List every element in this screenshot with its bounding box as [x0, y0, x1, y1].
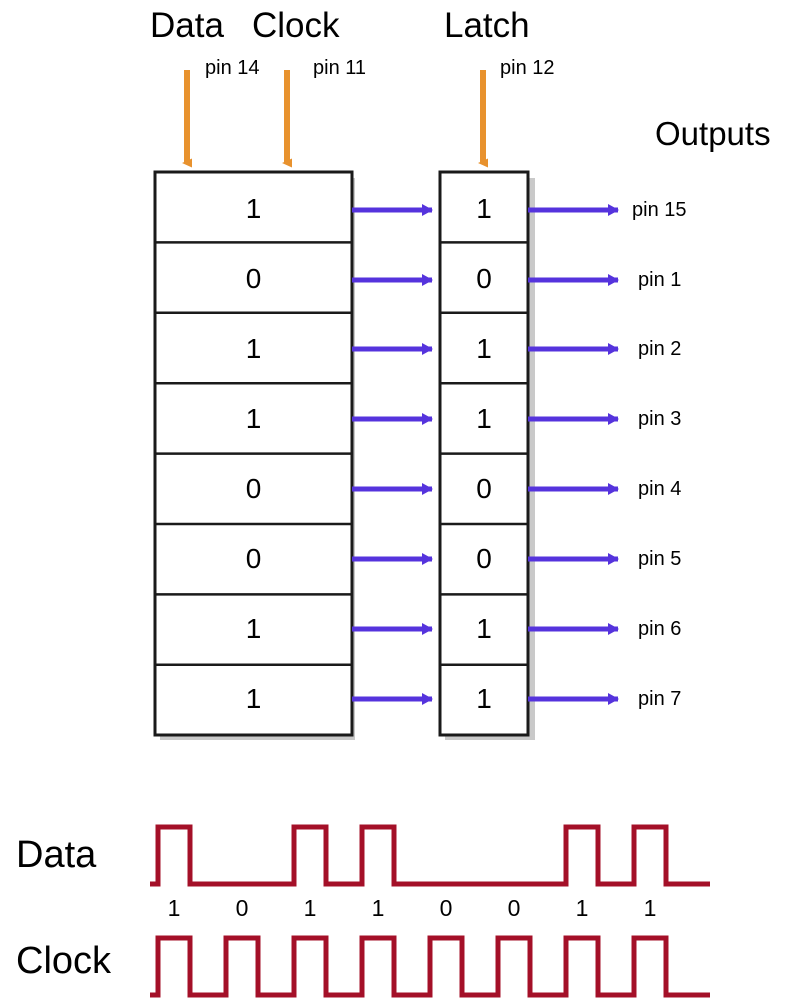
data-waveform	[150, 824, 710, 887]
timing-bit-7: 1	[643, 895, 657, 921]
output-pin-1: pin 1	[638, 269, 682, 291]
timing-bit-5: 0	[507, 895, 521, 921]
timing-bit-1: 0	[235, 895, 249, 921]
input-pin-clock: pin 11	[313, 57, 367, 79]
timing-bit-2: 1	[303, 895, 317, 921]
output-arrows	[528, 204, 619, 705]
latch-cell-0: 1	[476, 193, 492, 224]
latch-cell-7: 1	[476, 683, 492, 714]
input-label-data: Data	[150, 6, 224, 45]
output-pin-6: pin 6	[638, 618, 682, 640]
input-pin-latch: pin 12	[500, 57, 555, 79]
latch-cell-4: 0	[476, 473, 492, 504]
shift-cell-4: 0	[245, 473, 262, 504]
register-internals	[156, 204, 619, 705]
shift-cell-3: 1	[245, 403, 262, 434]
input-pin-data: pin 14	[205, 57, 260, 79]
latch-cell-2: 1	[476, 333, 492, 364]
latch-cell-5: 0	[476, 543, 492, 574]
timing-bit-3: 1	[371, 895, 385, 921]
timing-label-clock: Clock	[16, 940, 112, 982]
shift-cell-5: 0	[245, 543, 262, 574]
input-label-latch: Latch	[444, 6, 530, 45]
outputs-heading: Outputs	[655, 115, 771, 152]
output-pin-7: pin 7	[638, 688, 682, 710]
clock-waveform	[150, 935, 710, 998]
output-pin-2: pin 2	[638, 338, 682, 360]
output-pin-5: pin 5	[638, 548, 682, 570]
timing-bit-6: 1	[575, 895, 589, 921]
shift-cell-2: 1	[245, 333, 262, 364]
timing-bit-0: 1	[167, 895, 181, 921]
shift-cell-7: 1	[245, 683, 262, 714]
shift-cell-6: 1	[245, 613, 262, 644]
input-arrows	[182, 70, 488, 168]
latch-cell-3: 1	[476, 403, 492, 434]
shift-cell-1: 0	[245, 263, 262, 294]
output-pin-0: pin 15	[632, 199, 687, 221]
input-label-clock: Clock	[252, 6, 340, 45]
latch-cell-6: 1	[476, 613, 492, 644]
output-pin-4: pin 4	[638, 478, 682, 500]
timing-bit-4: 0	[439, 895, 453, 921]
output-pin-3: pin 3	[638, 408, 682, 430]
timing-label-data: Data	[16, 834, 97, 876]
transfer-arrows	[352, 204, 433, 705]
latch-cell-1: 0	[476, 263, 492, 294]
shift-cell-0: 1	[245, 193, 262, 224]
